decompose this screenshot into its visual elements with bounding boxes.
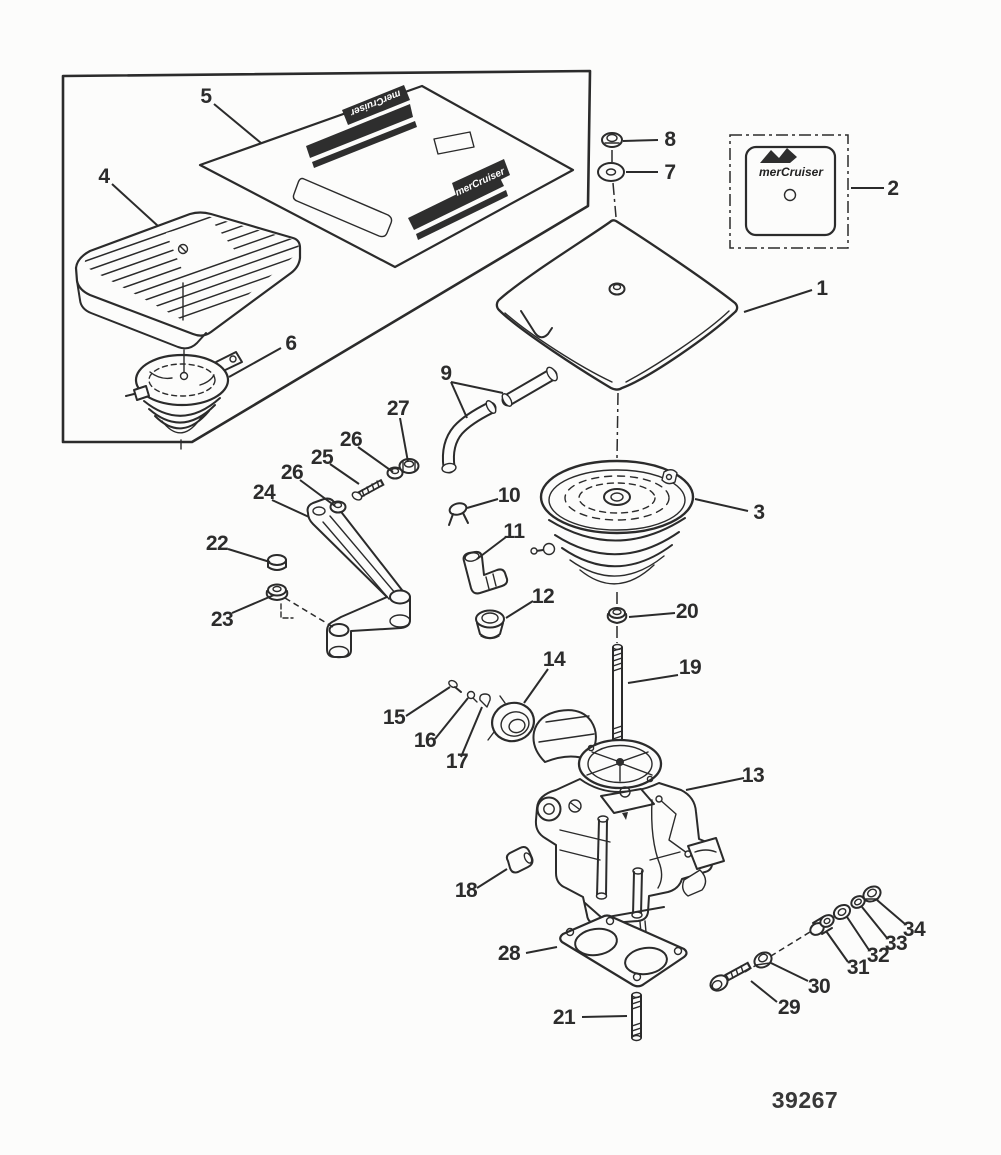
part-14-choke-cover <box>487 695 535 743</box>
fuel-inlet <box>536 796 562 822</box>
callout-24: 24 <box>253 481 276 504</box>
callout-14: 14 <box>543 648 566 671</box>
part-13-carburetor <box>532 709 725 934</box>
leader-lines <box>111 103 906 1018</box>
cover-screw <box>177 243 189 255</box>
part-20-nut <box>606 607 628 624</box>
arrestor-clamp-screw <box>530 542 556 556</box>
part-22-washer <box>267 554 287 571</box>
parts-29-34-hardware <box>709 885 882 992</box>
part-28-gasket <box>559 914 688 988</box>
part-5-decal-sheet: merCruiser merCruiser <box>198 84 575 269</box>
part-8-nut <box>601 132 623 148</box>
part-27-nut <box>398 458 420 474</box>
part-17-clip <box>479 693 491 708</box>
callout-5: 5 <box>200 85 212 108</box>
inset-box <box>61 69 592 444</box>
callout-1: 1 <box>816 277 828 300</box>
throttle-spokes <box>586 751 653 782</box>
part-31-bushing <box>809 914 835 936</box>
callout-2: 2 <box>887 177 898 200</box>
bracket-boss-right <box>389 589 411 605</box>
part-25-screw <box>351 478 385 501</box>
callout-29: 29 <box>778 996 800 1019</box>
decal-blank-small <box>433 131 475 155</box>
callout-11: 11 <box>503 520 525 543</box>
callout-labels: 1 2 3 4 5 6 7 8 9 10 11 12 13 14 15 16 1… <box>98 85 926 1029</box>
cover-slot <box>520 310 553 339</box>
callout-25: 25 <box>311 446 334 469</box>
callout-19: 19 <box>679 656 701 679</box>
callout-20: 20 <box>676 600 698 623</box>
part-32-washer <box>832 903 852 921</box>
part-7-washer <box>597 162 625 182</box>
decal-stripe-top-flag <box>342 85 410 125</box>
callout-27: 27 <box>387 397 409 420</box>
callout-30: 30 <box>808 975 830 998</box>
callout-9: 9 <box>440 362 451 385</box>
drawing-number: 39267 <box>772 1087 838 1113</box>
part-12-grommet <box>475 609 505 640</box>
callout-7: 7 <box>664 161 675 184</box>
callout-18: 18 <box>455 879 478 902</box>
decal-blank-slot <box>292 177 393 238</box>
part-6-cap <box>125 349 243 450</box>
brand-swoosh-icon <box>760 148 797 163</box>
callout-10: 10 <box>498 484 520 507</box>
callout-13: 13 <box>742 764 764 787</box>
callout-33: 33 <box>885 932 907 955</box>
callout-8: 8 <box>664 128 676 151</box>
callout-4: 4 <box>98 165 110 188</box>
brand-logo-decal: merCruiser <box>759 165 824 179</box>
carb-stud-legs <box>595 815 644 919</box>
part-16-screw <box>466 690 478 703</box>
part-34-nut <box>862 885 882 903</box>
part-30-nut <box>753 951 773 969</box>
callout-32: 32 <box>867 944 889 967</box>
part-11-elbow-fitting <box>462 550 509 595</box>
bracket-boss-left <box>328 623 350 637</box>
carb-body <box>534 778 715 925</box>
part-10-clip <box>448 502 469 526</box>
callout-15: 15 <box>383 706 406 729</box>
arrestor-tab <box>661 469 678 485</box>
part-29-bolt <box>709 961 752 992</box>
callout-16: 16 <box>414 729 436 752</box>
callout-26a: 26 <box>340 428 362 451</box>
cap-tab <box>133 385 150 401</box>
part-21-stud <box>631 991 642 1042</box>
callout-22: 22 <box>206 532 228 555</box>
part-19-stud <box>612 643 623 751</box>
callout-31: 31 <box>847 956 870 979</box>
part-9-hose <box>441 366 558 474</box>
part-1-cover <box>495 219 739 391</box>
callout-3: 3 <box>753 501 764 524</box>
part-23-nut <box>265 583 289 601</box>
part-18-plug <box>505 846 534 874</box>
callout-21: 21 <box>553 1006 576 1029</box>
part-24-bracket <box>280 497 411 659</box>
carb-linkage <box>651 795 725 897</box>
callout-34: 34 <box>903 918 926 941</box>
callout-6: 6 <box>285 332 296 355</box>
callout-17: 17 <box>446 750 468 773</box>
part-2-decal: merCruiser <box>729 134 849 249</box>
callout-28: 28 <box>498 942 521 965</box>
part-3-flame-arrestor <box>530 459 695 585</box>
callout-23: 23 <box>211 608 233 631</box>
callout-26b: 26 <box>281 461 303 484</box>
callout-12: 12 <box>532 585 554 608</box>
part-15-screw <box>448 679 462 693</box>
